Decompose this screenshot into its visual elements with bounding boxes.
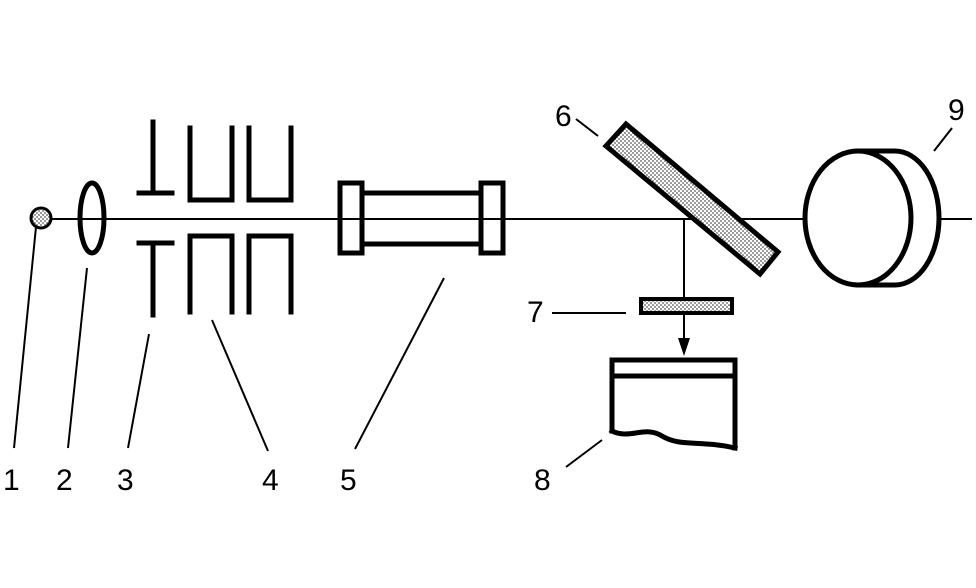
label-3: 3: [117, 464, 134, 497]
label-9: 9: [948, 94, 965, 127]
label-5: 5: [340, 464, 357, 497]
leader-lines: [13, 118, 953, 468]
beam-splitter: [602, 120, 782, 278]
label-2: 2: [56, 464, 73, 497]
label-1: 1: [3, 464, 20, 497]
light-source: [29, 206, 53, 230]
label-8: 8: [534, 464, 551, 497]
aperture: [136, 119, 175, 318]
filter: [639, 297, 734, 315]
lens: [77, 180, 107, 256]
arrow-head-icon: [678, 338, 690, 356]
tube: [337, 180, 506, 256]
cylinder-element: [802, 148, 942, 288]
detector: [608, 357, 738, 451]
label-7: 7: [527, 296, 544, 329]
label-4: 4: [262, 464, 279, 497]
electrode-plates: [187, 125, 294, 315]
label-6: 6: [555, 100, 572, 133]
